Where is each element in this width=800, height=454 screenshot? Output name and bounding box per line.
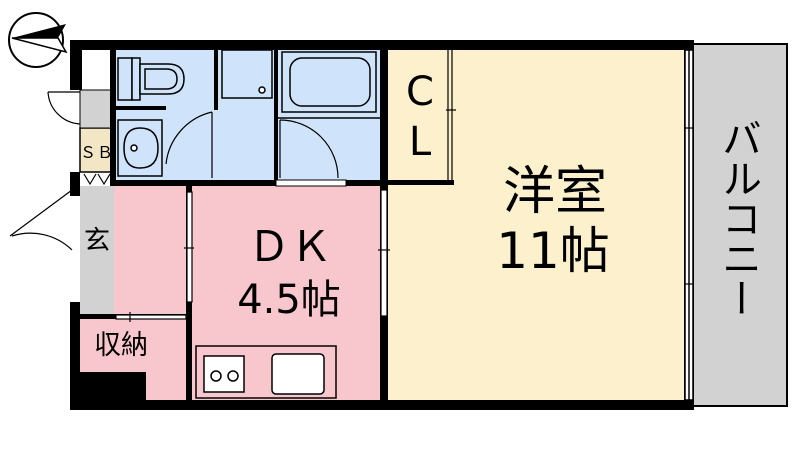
dk-size: 4.5帖 bbox=[237, 277, 341, 323]
bath-door-track bbox=[275, 179, 347, 187]
hall-area bbox=[114, 186, 190, 318]
bathtub-icon bbox=[278, 51, 380, 119]
dk-sliding-door bbox=[380, 189, 388, 317]
closet-label-l: L bbox=[408, 119, 432, 165]
toilet-icon bbox=[117, 57, 185, 101]
washroom-door-swing bbox=[165, 111, 213, 178]
kitchen-sink-icon bbox=[271, 353, 325, 395]
washer-pan-icon bbox=[221, 49, 273, 99]
closet-area bbox=[386, 44, 454, 184]
dk-name: ＤＫ bbox=[247, 222, 332, 271]
closet-doors bbox=[447, 50, 453, 180]
hall-sliding-door bbox=[186, 191, 193, 303]
shoe-box-door bbox=[83, 173, 111, 186]
entrance-area bbox=[80, 186, 114, 318]
western-room-size: 11帖 bbox=[496, 222, 610, 280]
two-burner-stove-icon bbox=[203, 355, 245, 393]
meter-door bbox=[47, 91, 81, 125]
western-room-name: 洋室 bbox=[502, 162, 607, 222]
storage-label: 収納 bbox=[94, 330, 148, 361]
shoe-box-label: ＳＢ bbox=[79, 143, 114, 162]
bath-door-swing bbox=[279, 119, 339, 179]
storage-door bbox=[115, 314, 187, 320]
entrance-label: 玄 bbox=[83, 226, 110, 256]
closet-label-c: C bbox=[406, 69, 434, 115]
washbasin-icon bbox=[117, 119, 163, 177]
balcony-area bbox=[689, 43, 788, 407]
opening-ticks bbox=[129, 109, 694, 322]
entrance-door bbox=[9, 189, 73, 251]
north-arrow-icon bbox=[8, 12, 68, 68]
balcony-window bbox=[684, 49, 694, 401]
balcony-label: バルコニー bbox=[715, 118, 761, 318]
meter-box bbox=[79, 89, 115, 129]
